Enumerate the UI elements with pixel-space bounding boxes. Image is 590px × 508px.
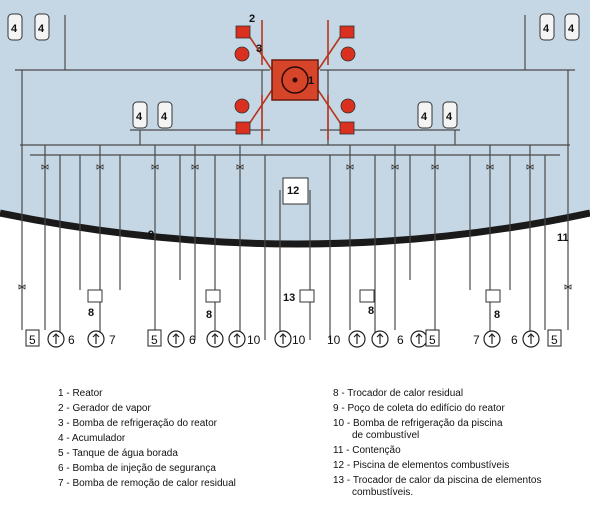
svg-text:4: 4: [543, 23, 550, 35]
svg-text:6: 6: [68, 333, 75, 347]
legend-item-continuation: de combustível: [352, 430, 420, 441]
svg-text:8: 8: [88, 307, 94, 319]
svg-text:4: 4: [161, 111, 168, 123]
legend-item: 10 - Bomba de refrigeração da piscina: [333, 418, 503, 429]
pump-arrows: [52, 333, 535, 344]
svg-text:4: 4: [421, 111, 428, 123]
pump-labels: 5 6 7 5 6 10 10 10 6 5 7 6 5: [29, 333, 558, 347]
legend-item: 4 - Acumulador: [58, 433, 126, 444]
svg-text:4: 4: [38, 23, 45, 35]
legend-item: 11 - Contenção: [333, 445, 401, 456]
outside-pumps: [47, 330, 540, 348]
accumulators: [7, 13, 580, 129]
reactor: 1: [271, 59, 319, 101]
legend-item: 12 - Piscina de elementos combustíveis: [333, 460, 510, 471]
coolant-pump-label: 3: [256, 43, 262, 55]
svg-text:4: 4: [446, 111, 453, 123]
legend-item: 9 - Poço de coleta do edifício do reator: [333, 403, 505, 414]
svg-text:7: 7: [109, 333, 116, 347]
steam-generators: [235, 25, 355, 135]
reactor-coolant-pumps: [234, 46, 356, 114]
legend-item: 3 - Bomba de refrigeração do reator: [58, 418, 217, 429]
containment-interior: [0, 0, 590, 245]
svg-text:12: 12: [287, 185, 299, 197]
svg-text:4: 4: [136, 111, 143, 123]
svg-text:10: 10: [327, 333, 341, 347]
header-pipes: [15, 15, 575, 156]
svg-text:7: 7: [473, 333, 480, 347]
svg-text:6: 6: [511, 333, 518, 347]
borated-water-tanks: [25, 329, 562, 347]
vertical-pipes: [21, 70, 569, 340]
steam-generator-label: 2: [249, 13, 255, 25]
svg-text:8: 8: [368, 305, 374, 317]
svg-text:4: 4: [11, 23, 18, 35]
legend-item: 8 - Trocador de calor residual: [333, 388, 464, 399]
legend-item: 2 - Gerador de vapor: [58, 403, 151, 414]
svg-text:6: 6: [189, 333, 196, 347]
svg-text:5: 5: [551, 333, 558, 347]
legend-item: 5 - Tanque de água borada: [58, 448, 178, 459]
legend-item-continuation: combustíveis.: [352, 487, 414, 498]
sump-label: 9: [148, 229, 154, 241]
svg-text:5: 5: [151, 333, 158, 347]
svg-text:8: 8: [206, 309, 212, 321]
heat-exchangers: [87, 289, 501, 303]
svg-text:13: 13: [283, 292, 295, 304]
svg-text:5: 5: [429, 333, 436, 347]
legend-item: 7 - Bomba de remoção de calor residual: [58, 478, 236, 489]
valves: [18, 164, 572, 290]
containment-wall: [0, 209, 590, 248]
nuclear-safety-systems-diagram: 1 2 3 4 4: [0, 0, 590, 348]
accumulator-labels: 4 4 4 4 4 4 4 4: [11, 23, 575, 123]
svg-text:6: 6: [397, 333, 404, 347]
svg-text:10: 10: [292, 333, 306, 347]
reactor-label: 1: [308, 75, 314, 87]
legend-item: 1 - Reator: [58, 388, 103, 399]
legend-item: 6 - Bomba de injeção de segurança: [58, 463, 216, 474]
svg-text:4: 4: [568, 23, 575, 35]
svg-text:5: 5: [29, 333, 36, 347]
hx-labels: 8 8 8 8 13: [88, 292, 500, 321]
fuel-pool: 12: [282, 177, 309, 205]
containment-label: 11: [557, 232, 569, 244]
svg-text:8: 8: [494, 309, 500, 321]
svg-text:10: 10: [247, 333, 261, 347]
legend-item: 13 - Trocador de calor da piscina de ele…: [333, 475, 542, 486]
